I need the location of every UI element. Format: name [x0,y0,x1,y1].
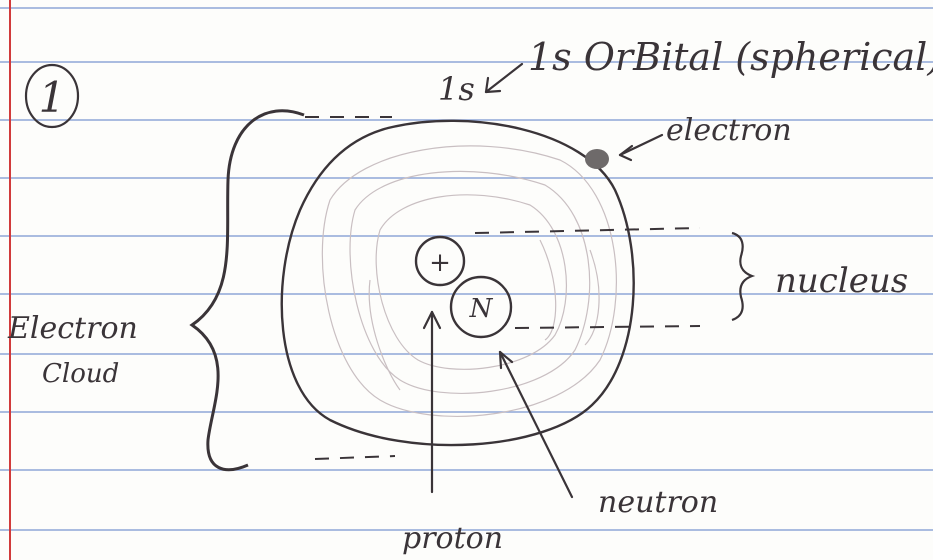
number-circle [24,63,80,129]
nucleus-brace [731,231,756,322]
nucleus-label: nucleus [775,261,908,301]
proton-circle [414,235,466,287]
electron-dot [585,149,609,169]
electron-cloud-brace [189,109,305,472]
electron-cloud-label-line1: Electron [7,311,138,346]
number-label: 1 [39,73,66,122]
neutron-circle [449,275,513,339]
electron-cloud-label-line2: Cloud [42,359,119,389]
pencil-shading [321,145,617,417]
electron-label: electron [666,113,792,148]
neutron-label: neutron [598,485,718,520]
title-label: 1s OrBital (spherical) [528,35,933,79]
label-arrows [422,62,664,499]
orbital-circle [280,119,635,447]
dashed-guides [305,116,701,460]
orbital-short-label: 1s [438,70,475,108]
ruled-lines [0,7,933,531]
proton-symbol: + [429,248,451,278]
proton-label: proton [402,521,503,556]
neutron-symbol: N [469,294,494,324]
